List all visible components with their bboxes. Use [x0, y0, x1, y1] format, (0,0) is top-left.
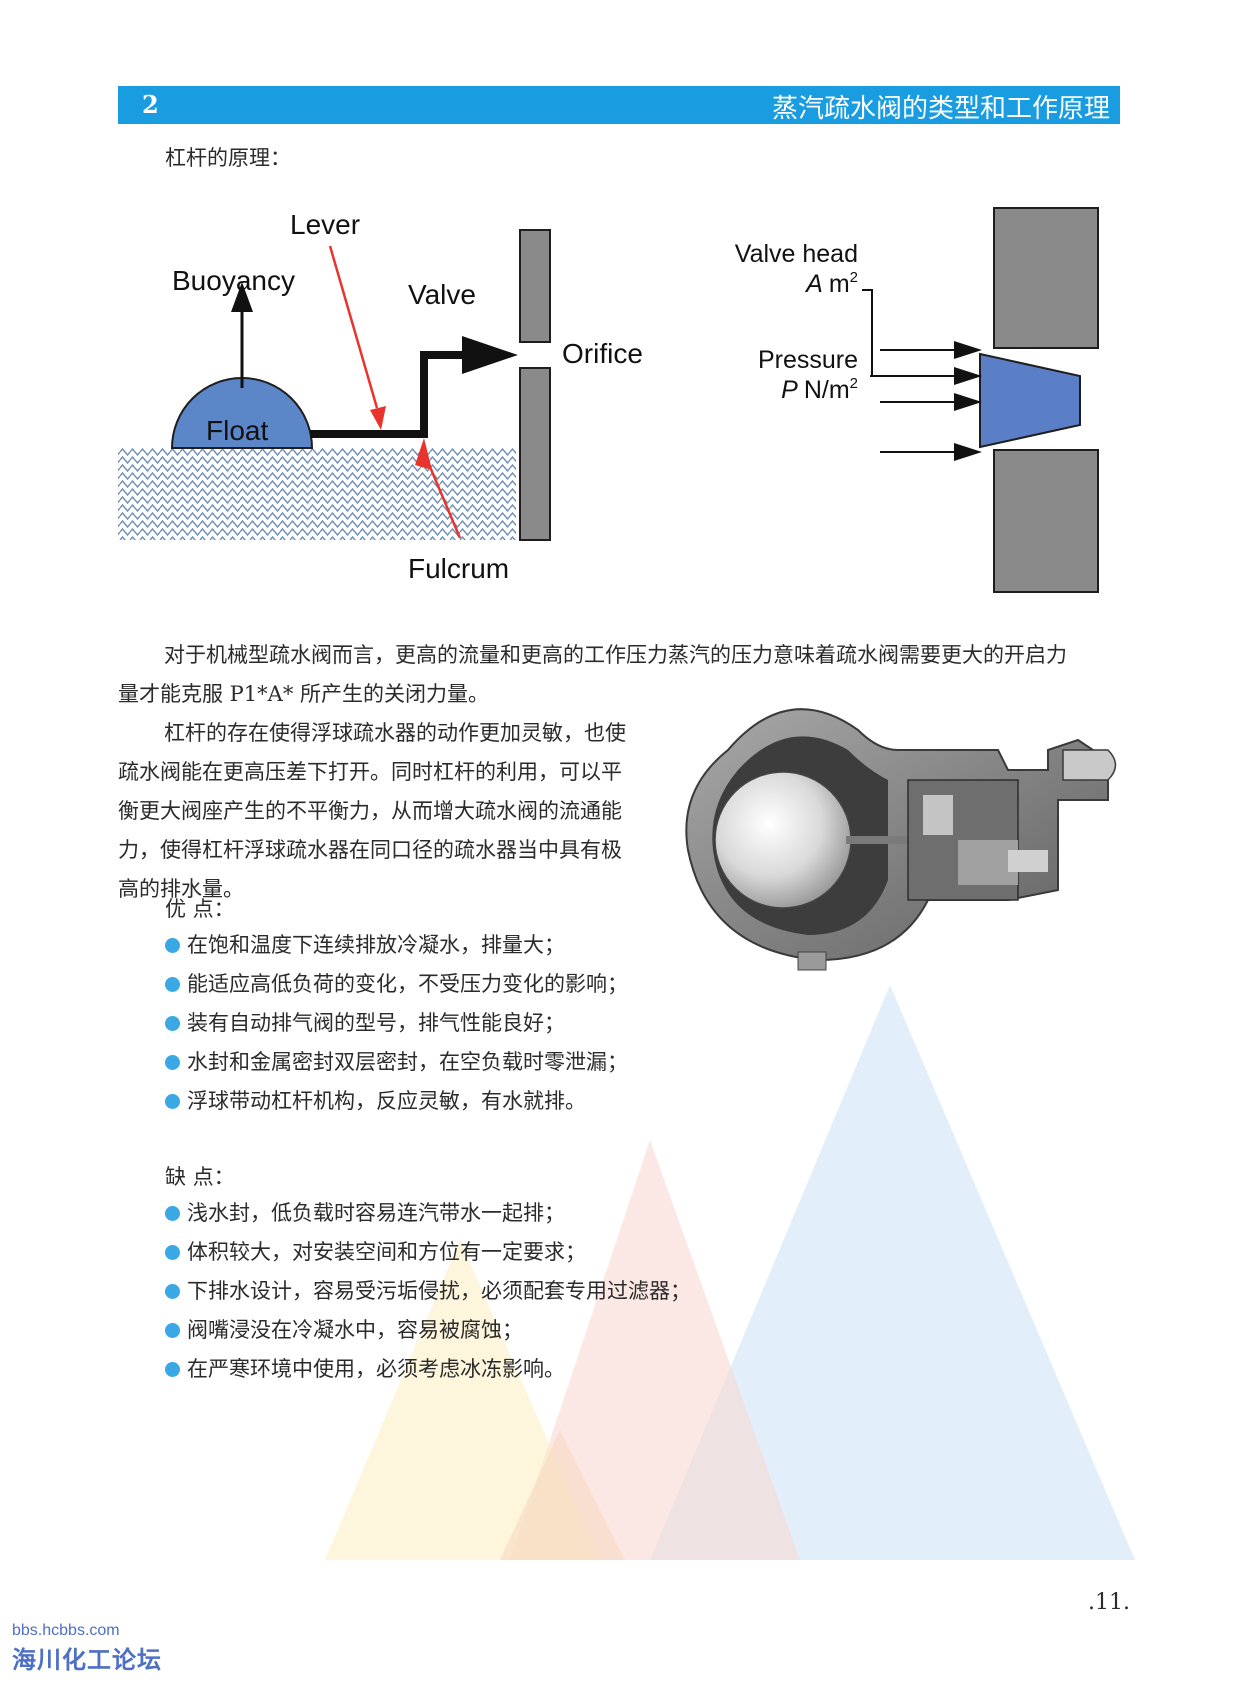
- disadvantages-title: 缺 点：: [165, 1165, 235, 1189]
- buoyancy-label: Buoyancy: [172, 265, 295, 296]
- bullet-dot: [165, 1016, 180, 1031]
- disadvantage-text: 下排水设计，容易受污垢侵扰，必须配套专用过滤器；: [187, 1279, 691, 1303]
- paragraph-2-line: 疏水阀能在更高压差下打开。同时杠杆的利用，可以平: [118, 760, 622, 784]
- paragraph-2-line: 力，使得杠杆浮球疏水器在同口径的疏水器当中具有极: [118, 838, 622, 862]
- float-label: Float: [206, 415, 268, 446]
- lever-arm: [310, 351, 472, 438]
- advantage-text: 浮球带动杠杆机构，反应灵敏，有水就排。: [187, 1089, 586, 1113]
- chapter-number: 2: [142, 90, 159, 119]
- bullet-dot: [165, 1094, 180, 1109]
- float-shape: [170, 377, 314, 449]
- valve-arrow: [462, 336, 518, 374]
- list-item: 能适应高低负荷的变化，不受压力变化的影响；: [165, 965, 628, 1004]
- valve-head-bracket: [862, 289, 873, 376]
- steam-trap-cutaway-image: [685, 708, 1117, 971]
- list-item: 浅水封，低负载时容易连汽带水一起排；: [165, 1194, 691, 1233]
- disadvantage-text: 在严寒环境中使用，必须考虑冰冻影响。: [187, 1357, 565, 1381]
- advantages-list: 在饱和温度下连续排放冷凝水，排量大； 能适应高低负荷的变化，不受压力变化的影响；…: [165, 926, 628, 1121]
- valve-head-shape: [979, 352, 1081, 449]
- seat-wall-top: [993, 207, 1099, 349]
- advantage-text: 能适应高低负荷的变化，不受压力变化的影响；: [187, 972, 628, 996]
- bullet-dot: [165, 1206, 180, 1221]
- watermark-url[interactable]: bbs.hcbbs.com: [12, 1622, 120, 1639]
- pressure-arrow-2: [954, 367, 982, 385]
- disadvantage-text: 阀嘴浸没在冷凝水中，容易被腐蚀；: [187, 1318, 523, 1342]
- list-item: 水封和金属密封双层密封，在空负载时零泄漏；: [165, 1043, 628, 1082]
- buoyancy-arrow: [231, 282, 253, 312]
- watermark-name: 海川化工论坛: [12, 1647, 162, 1674]
- list-item: 体积较大，对安装空间和方位有一定要求；: [165, 1233, 691, 1272]
- paragraph-1-line: 量才能克服 P1*A* 所产生的关闭力量。: [118, 682, 490, 706]
- chapter-title: 蒸汽疏水阀的类型和工作原理: [771, 94, 1110, 124]
- seat-wall-bottom: [993, 449, 1099, 593]
- water-area: [118, 448, 516, 540]
- list-item: 在饱和温度下连续排放冷凝水，排量大；: [165, 926, 628, 965]
- list-item: 浮球带动杠杆机构，反应灵敏，有水就排。: [165, 1082, 628, 1121]
- page-number: .11.: [1088, 1590, 1130, 1615]
- orifice-wall-bottom: [519, 367, 551, 541]
- lever-diagram: Float Buoyancy Valve Orifice Lever Fulcr…: [118, 209, 643, 584]
- disadvantages-list: 浅水封，低负载时容易连汽带水一起排； 体积较大，对安装空间和方位有一定要求； 下…: [165, 1194, 691, 1389]
- list-item: 装有自动排气阀的型号，排气性能良好；: [165, 1004, 628, 1043]
- paragraph-1: 对于机械型疏水阀而言，更高的流量和更高的工作压力蒸汽的压力意味着疏水阀需要更大的…: [118, 636, 1128, 714]
- paragraph-2: 杠杆的存在使得浮球疏水器的动作更加灵敏，也使 疏水阀能在更高压差下打开。同时杠杆…: [118, 714, 658, 909]
- valve-label: Valve: [408, 279, 476, 310]
- section-title: 杠杆的原理：: [165, 146, 291, 170]
- bullet-dot: [165, 1362, 180, 1377]
- advantage-text: 水封和金属密封双层密封，在空负载时零泄漏；: [187, 1050, 628, 1074]
- advantage-text: 在饱和温度下连续排放冷凝水，排量大；: [187, 933, 565, 957]
- list-item: 阀嘴浸没在冷凝水中，容易被腐蚀；: [165, 1311, 691, 1350]
- orifice-label: Orifice: [562, 338, 643, 369]
- bullet-dot: [165, 938, 180, 953]
- pressure-arrow-3: [954, 393, 982, 411]
- bullet-dot: [165, 1055, 180, 1070]
- pressure-arrow-4: [954, 443, 982, 461]
- paragraph-2-line: 杠杆的存在使得浮球疏水器的动作更加灵敏，也使: [164, 721, 626, 745]
- bullet-dot: [165, 1323, 180, 1338]
- forum-watermark[interactable]: bbs.hcbbs.com 海川化工论坛: [12, 1622, 162, 1675]
- pressure-label: Pressure: [758, 346, 858, 374]
- float-ball: [714, 771, 852, 909]
- valve-head-label: Valve head: [735, 240, 858, 268]
- fulcrum-label: Fulcrum: [408, 553, 509, 584]
- advantage-text: 装有自动排气阀的型号，排气性能良好；: [187, 1011, 565, 1035]
- paragraph-2-line: 高的排水量。: [118, 877, 244, 901]
- pressure-arrow-1: [954, 341, 982, 359]
- lever-label: Lever: [290, 209, 360, 240]
- lever-pointer-arrow: [370, 406, 386, 430]
- fulcrum-pointer-arrow: [415, 438, 432, 470]
- disadvantage-text: 浅水封，低负载时容易连汽带水一起排；: [187, 1201, 565, 1225]
- bullet-dot: [165, 1284, 180, 1299]
- chapter-header: 2 蒸汽疏水阀的类型和工作原理: [118, 86, 1120, 124]
- paragraph-1-line: 对于机械型疏水阀而言，更高的流量和更高的工作压力蒸汽的压力意味着疏水阀需要更大的…: [164, 643, 1067, 667]
- list-item: 下排水设计，容易受污垢侵扰，必须配套专用过滤器；: [165, 1272, 691, 1311]
- list-item: 在严寒环境中使用，必须考虑冰冻影响。: [165, 1350, 691, 1389]
- paragraph-2-line: 衡更大阀座产生的不平衡力，从而增大疏水阀的流通能: [118, 799, 622, 823]
- orifice-wall-top: [519, 229, 551, 343]
- bullet-dot: [165, 1245, 180, 1260]
- bullet-dot: [165, 977, 180, 992]
- advantages-title: 优 点：: [165, 897, 235, 921]
- disadvantage-text: 体积较大，对安装空间和方位有一定要求；: [187, 1240, 586, 1264]
